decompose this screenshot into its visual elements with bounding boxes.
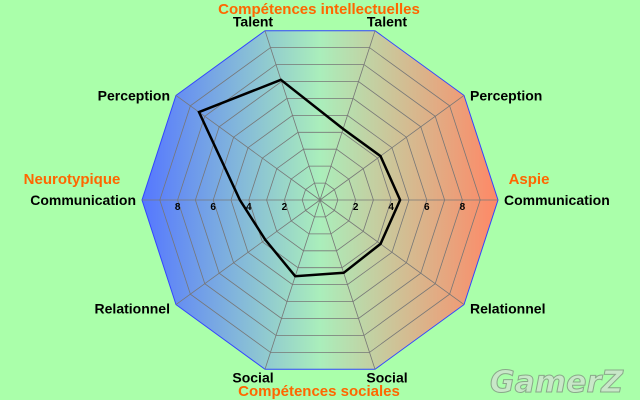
axis-label: Perception [470,87,542,103]
axis-spoke [319,95,465,201]
axis-label: Relationnel [470,301,545,317]
tick-label: 2 [282,202,288,213]
axis-label: Talent [233,14,274,30]
axis-label: Social [232,369,273,385]
tick-label: 4 [388,202,394,213]
axis-label: Relationnel [95,301,170,317]
tick-label: 6 [210,202,216,213]
axis-spoke [319,199,465,305]
tick-label: 6 [424,202,430,213]
axis-label: Communication [30,192,136,208]
axis-label: Social [366,369,407,385]
title: Compétences intellectuelles [218,1,420,18]
axis-spoke [264,30,321,201]
bottom-title: Compétences sociales [238,383,400,400]
axis-labels: Talent TalentPerceptionCommunicationRelat… [30,14,610,386]
axis-spoke [175,199,321,305]
axis-label: Talent [367,14,408,30]
tick-label: 8 [175,202,181,213]
tick-labels: 2 2 4 4 6 6 8 8 [175,202,466,213]
tick-label: 2 [353,202,359,213]
axis-spoke [319,30,376,201]
tick-label: 8 [460,202,466,213]
axis-label: Perception [98,87,170,103]
series-line [197,78,402,278]
axis-spoke [319,199,376,370]
watermark: GamerZ [490,365,624,400]
left-title: Neurotypique [24,171,121,188]
axis-label: Communication [504,192,610,208]
tick-label: 4 [246,202,252,213]
right-title: Aspie [509,171,550,188]
axis-spoke [264,199,321,370]
